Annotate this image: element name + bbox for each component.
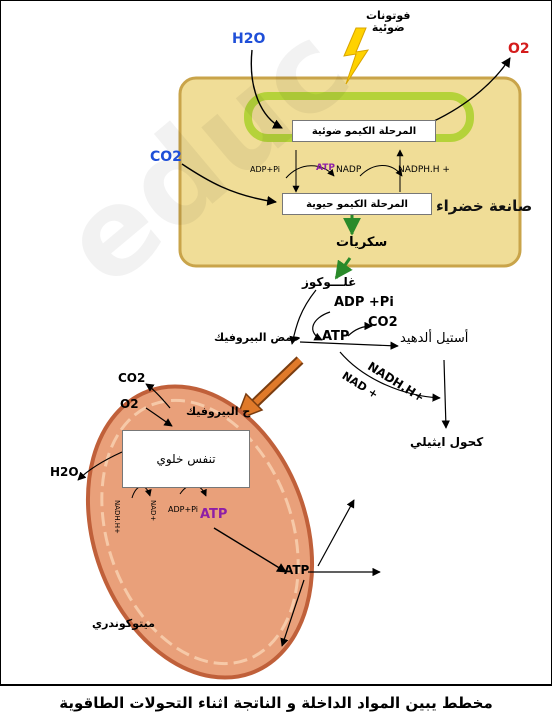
co2-fermentation-label: CO2 bbox=[368, 316, 398, 330]
co2-chloroplast-label: CO2 bbox=[150, 150, 182, 165]
co2-out-label: CO2 bbox=[118, 372, 145, 385]
adp-pi-chloro-label: ADP+Pi bbox=[250, 166, 280, 175]
o2-label: O2 bbox=[508, 42, 530, 57]
mito-nadh-label: NADH.H+ bbox=[112, 500, 120, 534]
atp-output-label: ATP bbox=[284, 564, 309, 577]
mito-adp-pi-label: ADP+Pi bbox=[168, 506, 198, 515]
sugars-label: سكريات bbox=[336, 236, 387, 250]
atp-chloro-label: ATP bbox=[316, 164, 335, 174]
mitochondrion-label: ميتوكوندري bbox=[92, 618, 155, 630]
nadp-label: NADP bbox=[336, 166, 361, 176]
h2o-label: H2O bbox=[232, 32, 265, 47]
atp-glycolysis-label: ATP bbox=[322, 330, 349, 344]
glucose-label: غلـــوكوز bbox=[302, 276, 356, 289]
o2-in-label: O2 bbox=[120, 398, 139, 411]
ethanol-label: كحول ايثيلي bbox=[410, 436, 483, 449]
caption: مخطط يبين المواد الداخلة و الناتجة اثناء… bbox=[0, 684, 552, 720]
atp-use-up bbox=[318, 500, 354, 566]
pyruvic-acid-label: حمض البيروفيك bbox=[214, 332, 301, 344]
biochemical-phase-box: المرحلة الكيمو حيوية bbox=[282, 193, 432, 215]
photons-label: فوتونات ضوئية bbox=[366, 10, 410, 34]
pyruvic-transport-arrow-fill bbox=[252, 360, 300, 406]
photochemical-phase-box: المرحلة الكيمو ضوئية bbox=[292, 120, 436, 142]
adp-pi-label: ADP +Pi bbox=[334, 296, 394, 310]
h2o-out-label: H2O bbox=[50, 466, 79, 479]
nadph-label: NADPH.H + bbox=[398, 166, 450, 176]
acetaldehyde-to-ethanol bbox=[444, 360, 446, 428]
cellular-respiration-box: تنفس خلوي bbox=[122, 430, 250, 488]
chloroplast-label: صانعة خضراء bbox=[436, 198, 532, 215]
pyruvic-in-label: ح البيروفيك bbox=[186, 406, 250, 418]
mito-nad-label: NAD+ bbox=[148, 500, 156, 521]
acetaldehyde-label: أستيل ألدهيد bbox=[400, 332, 468, 346]
mito-atp-label: ATP bbox=[200, 508, 227, 522]
